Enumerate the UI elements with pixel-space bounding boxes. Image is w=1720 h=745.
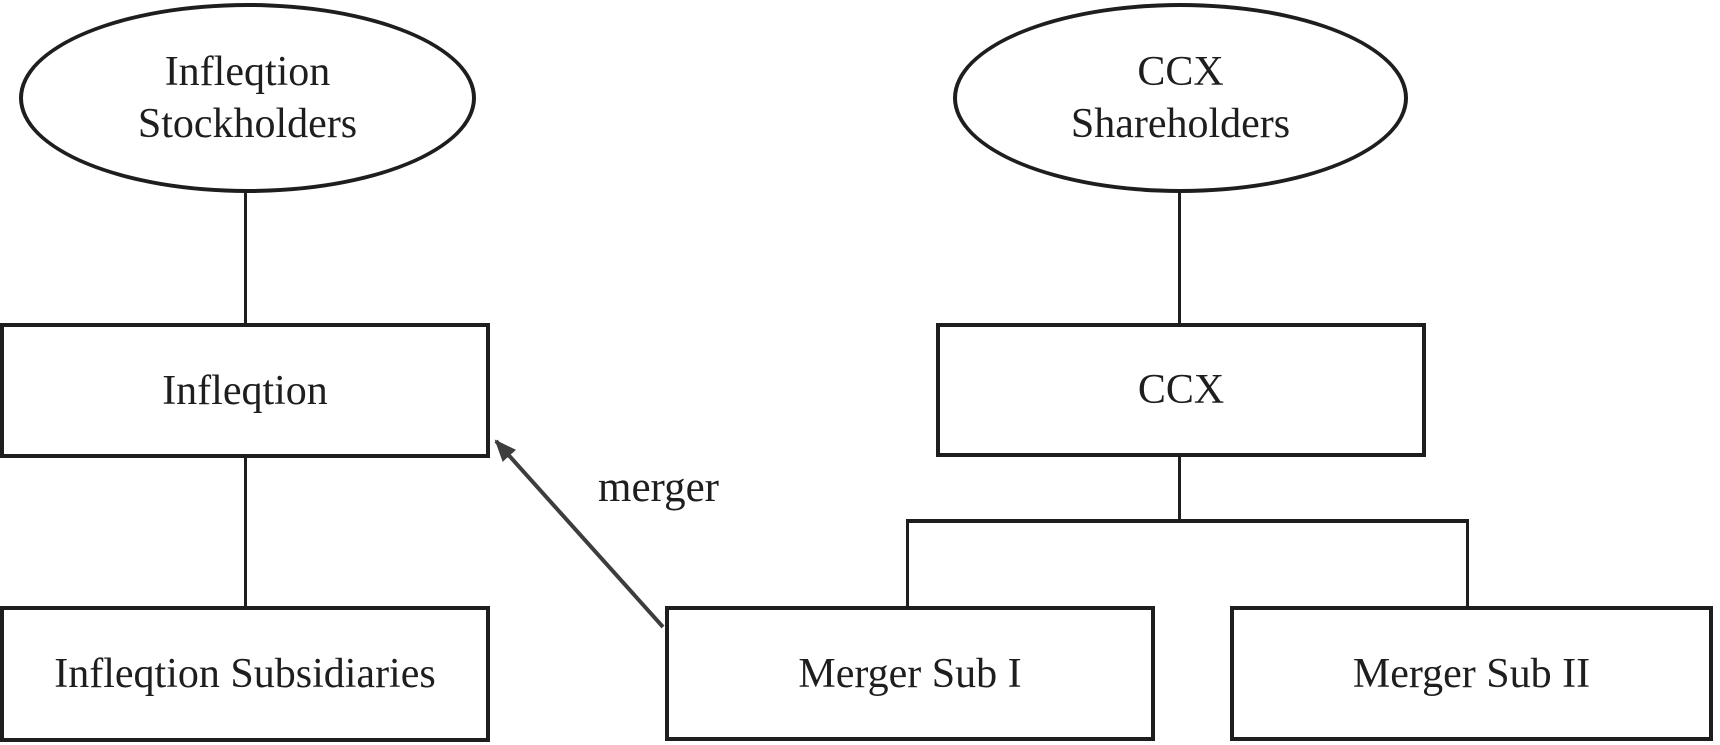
node-infleqtion-stockholders-label-line2: Stockholders [137, 101, 358, 147]
node-ccx-shareholders-label: CCX Shareholders [1071, 46, 1290, 150]
node-infleqtion: Infleqtion [0, 323, 490, 458]
connector-bracket-to-merger-sub-ii [1466, 519, 1469, 606]
node-infleqtion-label: Infleqtion [162, 367, 328, 414]
merger-edge-label: merger [598, 464, 719, 511]
node-merger-sub-i-label: Merger Sub I [798, 650, 1022, 697]
connector-infleqtion-to-subsidiaries [244, 458, 247, 606]
node-ccx-label: CCX [1137, 367, 1225, 413]
node-ccx-shareholders-label-line1: CCX [1137, 49, 1224, 95]
connector-ccx-bracket-horizontal [906, 519, 1469, 523]
connector-shareholders-to-ccx [1178, 193, 1181, 323]
node-infleqtion-stockholders-label-line1: Infleqtion [164, 49, 331, 95]
connector-bracket-to-merger-sub-i [906, 519, 909, 606]
node-merger-sub-i: Merger Sub I [665, 606, 1155, 741]
node-infleqtion-subsidiaries: Infleqtion Subsidiaries [0, 606, 490, 742]
node-merger-sub-ii: Merger Sub II [1230, 606, 1713, 741]
connector-ccx-stem [1178, 457, 1181, 523]
node-ccx-shareholders: CCX Shareholders [953, 3, 1408, 193]
node-infleqtion-stockholders-label: Infleqtion Stockholders [138, 46, 357, 150]
connector-stockholders-to-infleqtion [244, 193, 247, 323]
node-infleqtion-stockholders: Infleqtion Stockholders [19, 3, 476, 193]
node-ccx-shareholders-label-line2: Shareholders [1070, 101, 1291, 147]
node-infleqtion-subsidiaries-label: Infleqtion Subsidiaries [54, 651, 436, 697]
node-ccx: CCX [936, 323, 1426, 457]
node-merger-sub-ii-label: Merger Sub II [1352, 650, 1591, 697]
